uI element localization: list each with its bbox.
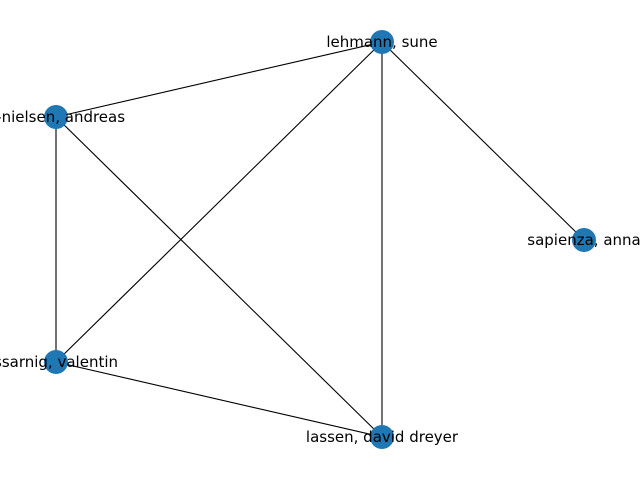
node-nielsen — [44, 105, 68, 129]
node-lehmann — [370, 30, 394, 54]
edge-lehmann-sapienza — [381, 41, 585, 241]
node-label-sekara: ssarnig, valentin — [0, 353, 118, 371]
edge-nielsen-lassen — [55, 116, 383, 438]
edge-layer — [55, 41, 585, 438]
node-label-lehmann: lehmann, sune — [326, 33, 437, 51]
node-lassen — [370, 425, 394, 449]
node-layer — [44, 30, 596, 449]
node-sekara — [44, 350, 68, 374]
node-label-nielsen: e-nielsen, andreas — [0, 108, 125, 126]
edge-lehmann-sekara — [55, 41, 383, 363]
edge-lehmann-nielsen — [55, 41, 383, 118]
label-layer: lehmann, sune e-nielsen, andreas sapienza,… — [0, 33, 640, 446]
node-sapienza — [572, 228, 596, 252]
node-label-sapienza: sapienza, anna — [527, 231, 640, 249]
edge-sekara-lassen — [55, 361, 383, 438]
node-label-lassen: lassen, david dreyer — [306, 428, 459, 446]
